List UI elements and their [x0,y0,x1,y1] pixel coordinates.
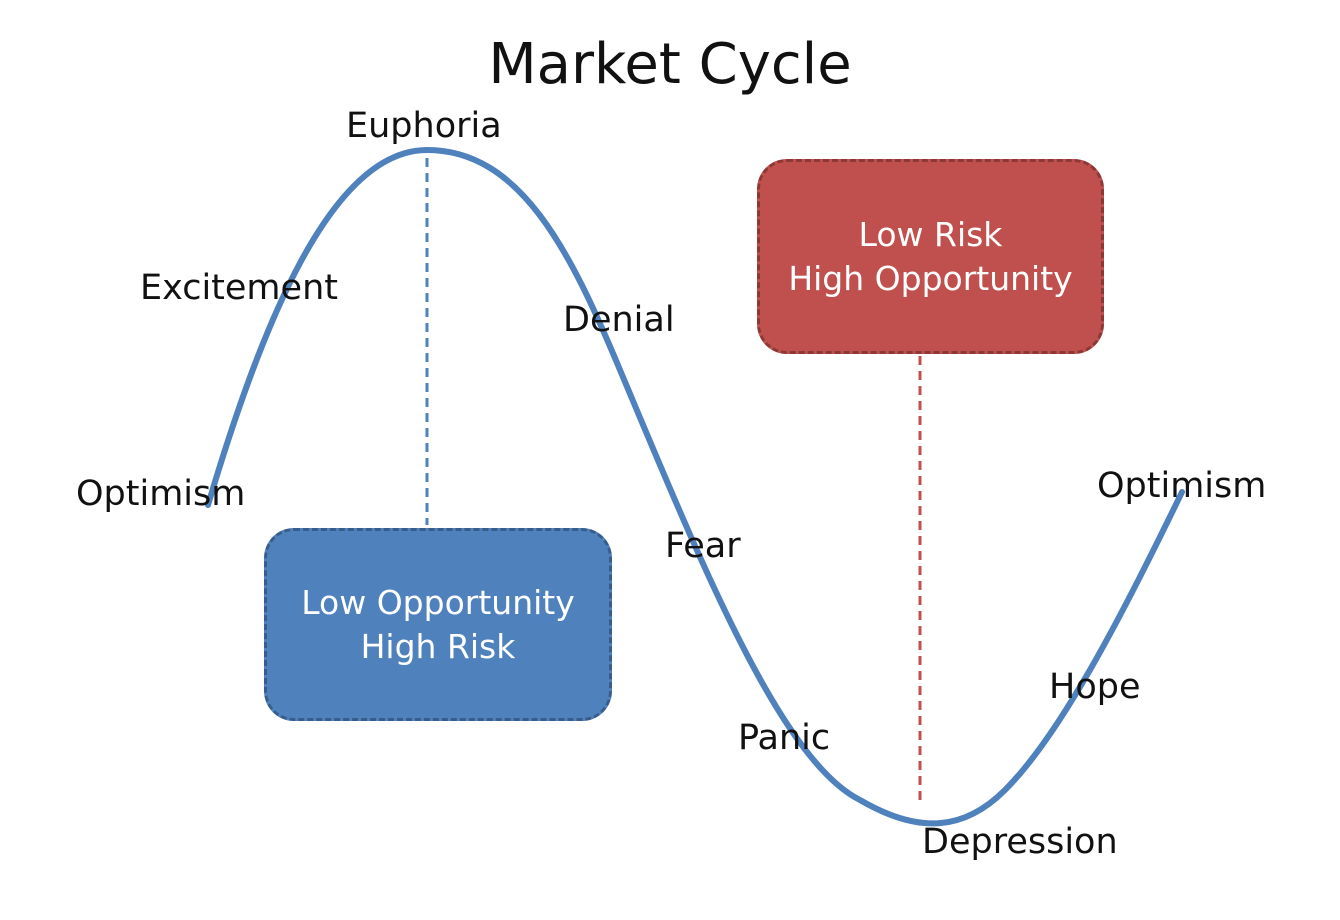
stage-label-excitement: Excitement [140,268,338,308]
stage-label-optimism-end: Optimism [1097,466,1267,506]
diagram-title: Market Cycle [488,32,852,97]
stage-label-depression: Depression [922,822,1118,862]
stage-label-fear: Fear [665,526,741,566]
stage-label-panic: Panic [738,718,831,758]
low-opportunity-box: Low Opportunity High Risk [264,528,612,721]
stage-label-hope: Hope [1049,667,1141,707]
market-cycle-curve [205,147,1185,827]
stage-label-denial: Denial [563,300,675,340]
stage-label-euphoria: Euphoria [346,106,502,146]
low-risk-box-text: Low Risk High Opportunity [788,213,1072,301]
low-risk-box-line2: High Opportunity [788,258,1073,298]
low-opportunity-box-text: Low Opportunity High Risk [301,581,575,669]
low-risk-box-line1: Low Risk [858,214,1003,254]
low-risk-box: Low Risk High Opportunity [757,159,1104,354]
stage-label-optimism-start: Optimism [76,474,246,514]
low-opportunity-box-line2: High Risk [360,626,516,666]
low-opportunity-box-line1: Low Opportunity [301,582,575,622]
